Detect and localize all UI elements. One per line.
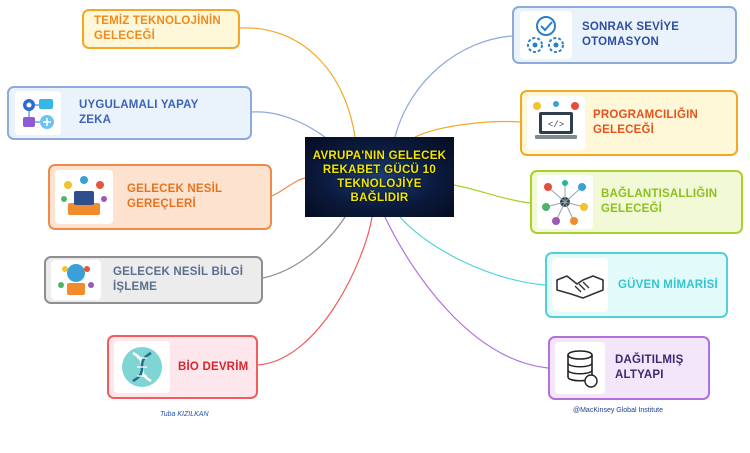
node-dagitik-label: DAĞITILMIŞ ALTYAPI — [615, 354, 684, 381]
node-dagitilmis-altyapi[interactable]: DAĞITILMIŞ ALTYAPI — [548, 336, 710, 400]
node-otomasyon-label: SONRAK SEVİYE OTOMASYON — [582, 21, 680, 48]
node-temiz-label: TEMİZ TEKNOLOJİNİN GELECEĞİ — [94, 15, 221, 42]
link-program — [414, 121, 521, 138]
node-bilgi-label: GELECEK NESİL BİLGİ İŞLEME — [113, 266, 244, 293]
link-otomasyon — [394, 35, 513, 138]
link-dagitik — [384, 216, 549, 369]
gears-icon — [520, 11, 572, 59]
central-topic: AVRUPA'NIN GELECEK REKABET GÜCÜ 10 TEKNO… — [305, 137, 454, 217]
author-credit: Tuba KIZILKAN — [160, 411, 209, 418]
node-bio-label: BİO DEVRİM — [178, 360, 249, 373]
connectivity-icon — [537, 175, 593, 229]
link-temiz — [239, 27, 356, 138]
programming-icon: </> — [527, 96, 585, 150]
node-programciligin-gelecegi[interactable]: </> PROGRAMCILIĞIN GELECEĞİ — [520, 90, 738, 156]
svg-text:</>: </> — [548, 120, 564, 130]
node-guven-mimarisi[interactable]: GÜVEN MİMARİSİ — [545, 252, 728, 318]
node-baglantisalligin-gelecegi[interactable]: BAĞLANTISALLIĞIN GELECEĞİ — [530, 170, 743, 234]
node-guven-label: GÜVEN MİMARİSİ — [618, 278, 718, 291]
link-gerec — [271, 177, 306, 197]
node-uygulamali-yapay-zeka[interactable]: UYGULAMALI YAPAY ZEKA — [7, 86, 252, 140]
node-baglanti-label: BAĞLANTISALLIĞIN GELECEĞİ — [601, 188, 718, 215]
node-program-label: PROGRAMCILIĞIN GELECEĞİ — [593, 109, 699, 136]
link-guven — [399, 216, 546, 286]
node-gelecek-nesil-bilgi-isleme[interactable]: GELECEK NESİL BİLGİ İŞLEME — [44, 256, 263, 304]
source-credit: @MacKinsey Global Institute — [573, 407, 663, 414]
link-bilgi — [262, 216, 346, 279]
central-title: AVRUPA'NIN GELECEK REKABET GÜCÜ 10 TEKNO… — [312, 150, 447, 204]
computing-icon — [51, 260, 101, 300]
node-sonraki-seviye-otomasyon[interactable]: SONRAK SEVİYE OTOMASYON — [512, 6, 737, 64]
handshake-icon — [552, 258, 608, 312]
dna-icon — [114, 341, 170, 393]
database-icon — [555, 342, 605, 394]
node-temiz-teknoloji[interactable]: TEMİZ TEKNOLOJİNİN GELECEĞİ — [82, 9, 240, 49]
node-bio-devrim[interactable]: BİO DEVRİM — [107, 335, 258, 399]
gadgets-icon — [55, 170, 113, 224]
link-baglanti — [453, 184, 531, 204]
ai-icon — [15, 91, 61, 135]
node-gerec-label: GELECEK NESİL GEREÇLERİ — [127, 183, 223, 210]
node-yapay-label: UYGULAMALI YAPAY ZEKA — [79, 99, 199, 126]
link-bio — [257, 216, 373, 366]
node-gelecek-nesil-gerecler[interactable]: GELECEK NESİL GEREÇLERİ — [48, 164, 272, 230]
